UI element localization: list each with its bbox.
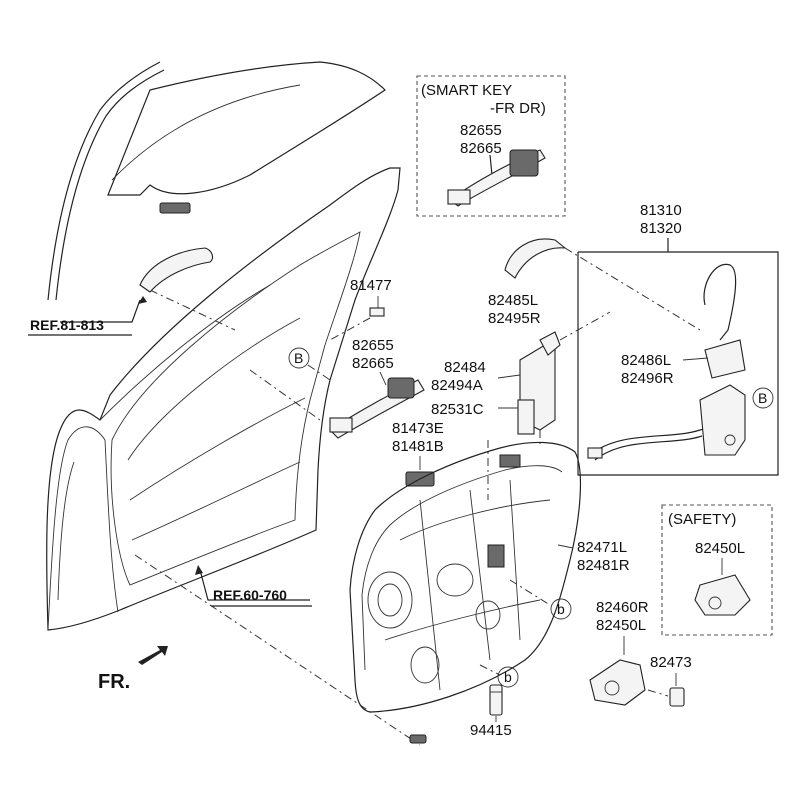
bolt-94415 bbox=[489, 684, 503, 716]
part-number: 82471L bbox=[577, 539, 627, 556]
latch-box bbox=[577, 251, 779, 476]
part-number: 81473E bbox=[392, 420, 444, 437]
callout-b-text: B bbox=[294, 350, 303, 366]
callout-b-marker bbox=[752, 387, 774, 409]
smart-key-title: (SMART KEY bbox=[421, 82, 512, 99]
part-number: 82665 bbox=[352, 355, 394, 372]
part-number: 82486L bbox=[621, 352, 671, 369]
part-number: 82460R bbox=[596, 599, 649, 616]
part-number: 82450L bbox=[596, 617, 646, 634]
part-number: 82531C bbox=[431, 401, 484, 418]
callout-b-small-text: b bbox=[504, 669, 512, 685]
glass-run-strip bbox=[47, 61, 165, 301]
callout-b-small-text: b bbox=[557, 601, 565, 617]
front-direction-arrow bbox=[138, 646, 168, 665]
callout-b-text: B bbox=[758, 390, 767, 406]
door-module-panel bbox=[349, 441, 582, 713]
part-number: 82473 bbox=[650, 654, 692, 671]
part-number: 82665 bbox=[460, 140, 502, 157]
smart-key-subtitle: -FR DR) bbox=[490, 100, 546, 117]
part-number: 82484 bbox=[444, 359, 486, 376]
callout-b-marker bbox=[288, 347, 310, 369]
door-body bbox=[46, 167, 421, 746]
ref-81-813-label: REF.81-813 bbox=[30, 317, 104, 333]
screw-81477 bbox=[329, 307, 385, 341]
callout-b-small bbox=[497, 666, 519, 688]
rod-82485 bbox=[504, 238, 701, 331]
part-number: 82495R bbox=[488, 310, 541, 327]
window-actuator bbox=[589, 659, 646, 706]
safety-box: (SAFETY) 82450L bbox=[661, 504, 773, 636]
front-direction-label: FR. bbox=[98, 671, 130, 693]
part-number: 81310 bbox=[640, 202, 682, 219]
ref-60-760-label: REF.60-760 bbox=[213, 587, 287, 603]
smart-key-box: (SMART KEY -FR DR) 82655 82665 bbox=[416, 75, 566, 217]
part-number: 81477 bbox=[350, 277, 392, 294]
part-number: 82655 bbox=[460, 122, 502, 139]
screw-82473 bbox=[647, 687, 685, 707]
part-number: 82450L bbox=[695, 540, 745, 557]
part-number: 81320 bbox=[640, 220, 682, 237]
inside-handle bbox=[329, 377, 425, 439]
callout-b-small bbox=[550, 598, 572, 620]
glass-clip bbox=[159, 202, 191, 214]
part-number: 81481B bbox=[392, 438, 444, 455]
part-number: 82494A bbox=[431, 377, 483, 394]
bracket-82484 bbox=[517, 311, 611, 445]
part-number: 82655 bbox=[352, 337, 394, 354]
door-glass bbox=[107, 61, 386, 196]
part-number: 82496R bbox=[621, 370, 674, 387]
part-number: 82485L bbox=[488, 292, 538, 309]
bottom-clip bbox=[409, 734, 427, 744]
part-number: 94415 bbox=[470, 722, 512, 739]
outside-handle bbox=[139, 247, 214, 293]
latch-cable bbox=[589, 409, 720, 456]
part-number: 82481R bbox=[577, 557, 630, 574]
door-latch bbox=[699, 339, 746, 456]
safety-title: (SAFETY) bbox=[668, 511, 736, 528]
